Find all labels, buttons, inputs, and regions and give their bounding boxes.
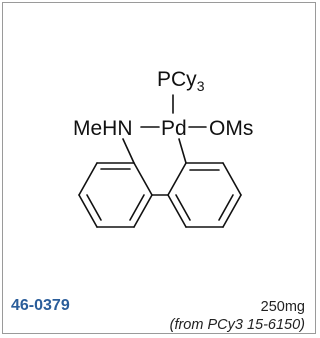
source-note: (from PCy3 15-6150) bbox=[169, 317, 305, 333]
catalog-number: 46-0379 bbox=[11, 297, 70, 314]
pd-label: Pd bbox=[161, 117, 187, 140]
n-c-bond bbox=[122, 138, 135, 164]
right-benzene-ring bbox=[167, 162, 242, 228]
chemical-structure: PCy3 MeHN Pd OMs bbox=[73, 68, 253, 228]
product-card: PCy3 MeHN Pd OMs bbox=[2, 2, 316, 334]
pcy3-label: PCy3 bbox=[157, 68, 205, 94]
mehn-label: MeHN bbox=[73, 117, 133, 140]
pd-c-bond bbox=[178, 138, 187, 164]
oms-label: OMs bbox=[209, 117, 253, 140]
package-amount: 250mg bbox=[260, 299, 305, 315]
left-benzene-ring bbox=[78, 162, 153, 228]
